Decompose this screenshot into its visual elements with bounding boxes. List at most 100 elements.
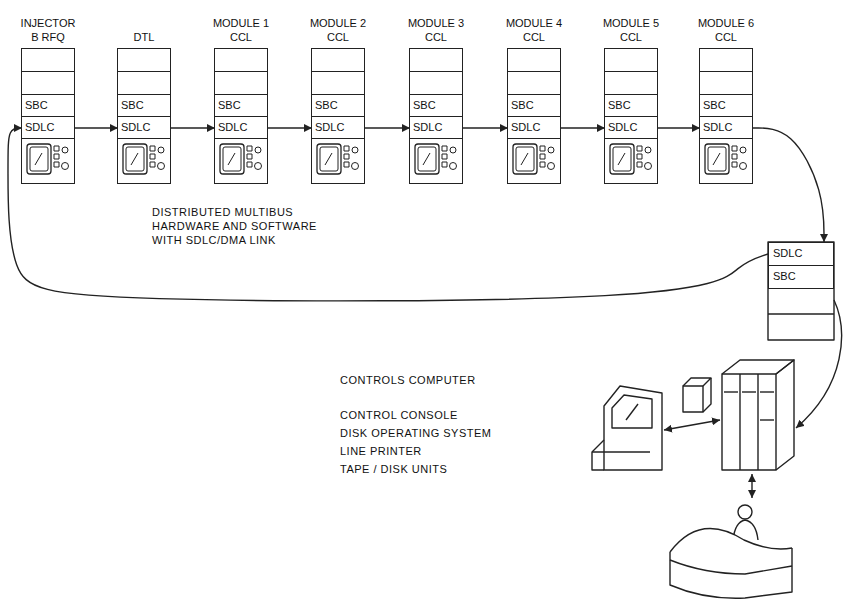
data-link [267,127,312,128]
blank-slot [312,49,364,72]
blank-slot [118,72,170,95]
operator-desk [670,505,792,598]
node-text: SDLC [608,121,654,134]
interface-card: SDLC [22,117,74,139]
interface-card: SBC [118,95,170,117]
data-link [74,127,118,128]
node-text: SBC [511,99,557,112]
rack-heading: MODULE 5 CCL [600,4,662,44]
interface-card: SBC [605,95,657,117]
node-text: INJECTOR B RFQ [17,16,79,44]
rack-heading: DTL [113,4,175,44]
interface-rack [768,242,834,340]
rack-frame: SBC SDLC [214,48,268,184]
front-panel [410,139,462,183]
front-panel [508,139,560,183]
front-panel [605,139,657,183]
node-text: MODULE 3 CCL [405,16,467,44]
node-text: SBC [608,99,654,112]
data-link [752,128,824,242]
node-text: SBC [218,99,264,112]
interface-card: SDLC [605,117,657,139]
node-text: SDLC [25,121,71,134]
node-text: MODULE 4 CCL [503,16,565,44]
equipment-note: CONTROLS COMPUTER [340,373,476,387]
equipment-note: CONTROL CONSOLE [340,408,458,422]
rack-heading: MODULE 4 CCL [503,4,565,44]
blank-slot [22,72,74,95]
node-text: SDLC [218,121,264,134]
control-console [592,386,662,470]
equipment-rack: MODULE 4 CCL SBC SDLC [503,4,565,184]
node-text: SDLC [703,121,749,134]
front-panel [22,139,74,183]
rack-heading: MODULE 2 CCL [307,4,369,44]
blank-slot [22,49,74,72]
equipment-rack: MODULE 6 CCL SBC SDLC [695,4,757,184]
interface-card: SDLC [215,117,267,139]
rack-frame: SBCSDLC [311,48,365,184]
data-link [462,127,508,128]
blank-slot [312,72,364,95]
blank-slot [605,72,657,95]
blank-slot [410,49,462,72]
node-text: MODULE 5 CCL [600,16,662,44]
rack-frame: SBC SDLC [699,48,753,184]
data-link [364,127,410,128]
equipment-rack: MODULE 3 CCL SBC SDLC [405,4,467,184]
node-text: SBC [25,99,71,112]
interface-card: SDLC [768,242,834,266]
node-text: SBC [703,99,749,112]
node-text: DTL [134,30,155,44]
interface-card: SBC [215,95,267,117]
blank-slot [700,49,752,72]
node-text: MODULE 2 CCL [307,16,369,44]
data-link [560,127,605,128]
rack-heading: MODULE 3 CCL [405,4,467,44]
blank-slot [508,72,560,95]
interface-card: SBC [700,95,752,117]
node-text: SDLC [773,247,829,260]
equipment-rack: DTL SBC SDLC [113,4,175,184]
front-panel [215,139,267,183]
interface-card: SBC [312,95,364,117]
rack-heading: MODULE 6 CCL [695,4,757,44]
interface-card: SBC [508,95,560,117]
node-text: SDLC [121,121,167,134]
link-note: DISTRIBUTED MULTIBUS HARDWARE AND SOFTWA… [152,205,317,247]
interface-card: SDLC [700,117,752,139]
equipment-rack: MODULE 1 CCL SBC SDLC [210,4,272,184]
node-text: SBC [121,99,167,112]
blank-slot [215,49,267,72]
interface-card: SDLC [118,117,170,139]
rack-frame: SBC SDLC [507,48,561,184]
interface-card: SDLC [410,117,462,139]
blank-slot [118,49,170,72]
node-text: MODULE 1 CCL [210,16,272,44]
data-link [8,128,768,301]
rack-heading: INJECTOR B RFQ [17,4,79,44]
node-text: SBC [413,99,459,112]
interface-card: SBC [22,95,74,117]
equipment-note: TAPE / DISK UNITS [340,462,447,476]
computer-link [796,300,841,428]
interface-card: SBC [768,265,834,289]
rack-frame: SBC SDLC [409,48,463,184]
rack-heading: MODULE 1 CCL [210,4,272,44]
blank-slot [700,72,752,95]
rack-frame: SBC SDLC [604,48,658,184]
rack-frame: SBC SDLC [21,48,75,184]
interface-card: SDLC [312,117,364,139]
node-text: SDLC [511,121,557,134]
node-text: SDLC [413,121,459,134]
blank-slot [605,49,657,72]
equipment-rack: MODULE 5 CCL SBC SDLC [600,4,662,184]
blank-slot [508,49,560,72]
equipment-note: LINE PRINTER [340,444,422,458]
disk-unit [683,378,711,412]
front-panel [312,139,364,183]
blank-slot [410,72,462,95]
node-text: MODULE 6 CCL [695,16,757,44]
